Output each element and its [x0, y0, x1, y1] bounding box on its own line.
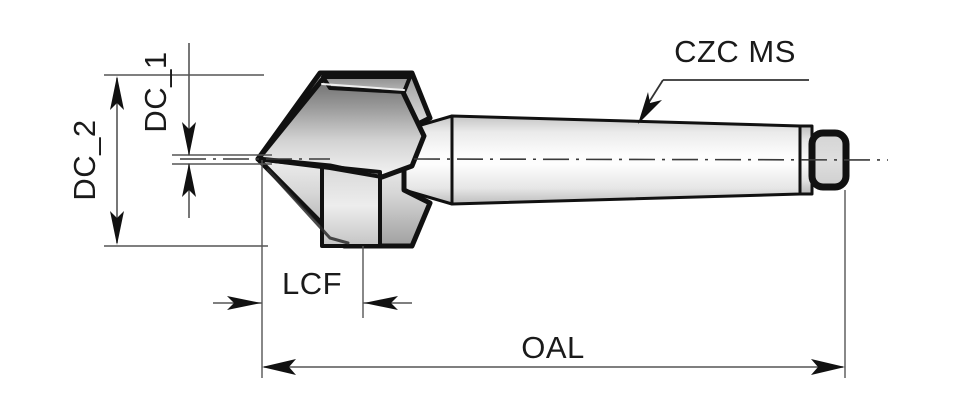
shank-taper	[450, 114, 802, 206]
dc2-arrow-top	[110, 76, 124, 110]
lcf-arrow-right	[364, 296, 398, 310]
dc1-arrow-lower	[182, 163, 196, 197]
flute-edge-upper	[256, 157, 384, 179]
cutting-lip-highlight	[321, 83, 405, 91]
dimension-dc2: DC_2	[67, 74, 268, 247]
center-axis	[180, 158, 889, 161]
lcf-label: LCF	[282, 266, 342, 301]
oal-label: OAL	[521, 330, 585, 365]
flute-edge-lower	[266, 168, 350, 245]
callout-czc-ms: CZC MS	[638, 34, 809, 124]
oal-arrow-right	[811, 359, 845, 375]
dc1-label: DC_1	[138, 51, 173, 132]
flute-panel	[320, 164, 382, 248]
dc2-label: DC_2	[67, 119, 102, 200]
czc-ms-arrowhead	[638, 92, 662, 124]
dimension-oal: OAL	[261, 190, 846, 378]
oal-arrow-left	[262, 359, 296, 375]
dimension-lcf: LCF	[213, 160, 412, 318]
czc-ms-label: CZC MS	[674, 34, 796, 69]
tool-body	[255, 70, 850, 249]
lcf-arrow-left	[227, 296, 261, 310]
dimension-dc1: DC_1	[138, 43, 272, 218]
dc1-arrow-upper	[182, 122, 196, 156]
dc2-arrow-bottom	[110, 211, 124, 245]
